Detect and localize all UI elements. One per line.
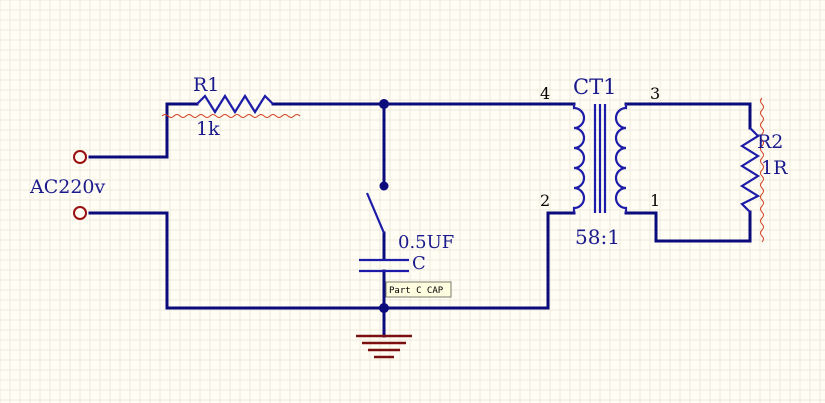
source-label: AC220v <box>29 176 106 198</box>
r2-ref-label: R2 <box>757 131 783 153</box>
wire-source-bottom <box>88 211 386 310</box>
pin-label-1: 1 <box>650 191 660 210</box>
r1-ref-label: R1 <box>193 74 219 96</box>
pin-label-4: 4 <box>540 84 550 103</box>
resistor-r2[interactable]: R2 1R <box>739 97 788 243</box>
wires <box>88 102 752 338</box>
r2-value-label: 1R <box>761 157 788 179</box>
source-terminals: AC220v <box>29 150 106 220</box>
pin-label-2: 2 <box>540 191 550 210</box>
capacitor-c[interactable]: 0.5UF C <box>359 232 454 274</box>
wire-secondary-top <box>624 102 752 130</box>
r1-value-label: 1k <box>196 118 220 140</box>
terminal-bottom-icon[interactable] <box>73 206 87 220</box>
switch-contact-icon <box>379 181 389 191</box>
junction-dot-top <box>379 99 389 109</box>
primary-coil-icon <box>572 104 586 213</box>
r2-error-squiggle <box>760 97 764 243</box>
transformer-ref-label: CT1 <box>573 75 616 99</box>
resistor-r1-zigzag-icon <box>196 93 274 115</box>
ground-symbol <box>356 334 412 359</box>
secondary-coil-icon <box>614 104 628 213</box>
resistor-r1[interactable]: R1 1k <box>161 74 301 140</box>
transformer-ratio-label: 58:1 <box>575 225 620 249</box>
pin-label-3: 3 <box>650 84 660 103</box>
junction-dot-bottom <box>379 303 389 313</box>
part-tooltip: Part C CAP <box>385 281 452 298</box>
transformer-ct1[interactable]: CT1 58:1 4 2 3 1 <box>540 75 660 249</box>
wire-source-top <box>88 102 169 159</box>
tooltip-text: Part C CAP <box>389 286 444 296</box>
wire-ground-right <box>382 211 576 310</box>
switch-lever-icon <box>365 192 386 234</box>
r1-error-squiggle <box>161 114 301 118</box>
capacitor-ref-label: C <box>412 253 426 274</box>
capacitor-value-label: 0.5UF <box>398 232 454 253</box>
resistor-r2-zigzag-icon <box>739 127 761 213</box>
switch[interactable] <box>365 181 389 234</box>
tooltip-box <box>385 281 452 298</box>
wire-secondary-bottom <box>624 210 752 243</box>
terminal-top-icon[interactable] <box>73 150 87 164</box>
